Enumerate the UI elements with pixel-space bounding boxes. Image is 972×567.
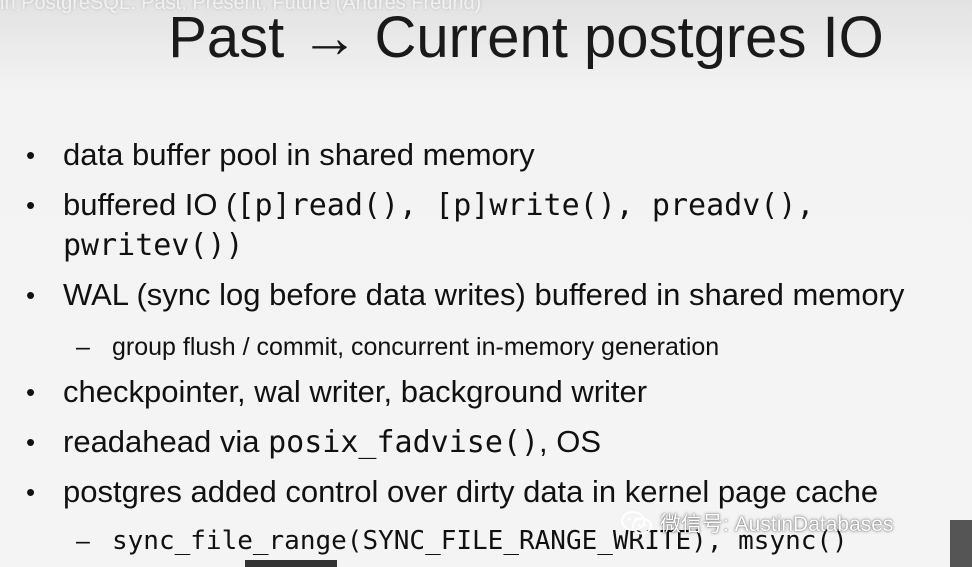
bullet-item-checkpointer: • checkpointer, wal writer, background wr… (26, 372, 647, 412)
video-progress-bar[interactable] (245, 560, 337, 567)
bullet-icon: • (26, 280, 36, 310)
bullet-icon: • (26, 190, 36, 220)
sub-text: group flush / commit, concurrent in-memo… (112, 333, 720, 361)
bullet-text: WAL (sync log before data writes) buffer… (63, 277, 905, 312)
bullet-item-buffer-pool: • data buffer pool in shared memory (26, 135, 535, 175)
wechat-icon (621, 511, 652, 535)
watermark-text: 微信号: AustinDatabases (660, 513, 894, 536)
dash-icon: – (76, 333, 90, 361)
bullet-item-buffered-io: • buffered IO ([p]read(), [p]write(), pre… (26, 185, 814, 226)
sub-item-sync-file-range: –sync_file_range(SYNC_FILE_RANGE_WRITE),… (76, 524, 848, 558)
bullet-item-buffered-io-continued: pwritev()) (63, 225, 244, 266)
code-text: sync_file_range(SYNC_FILE_RANGE_WRITE), … (112, 526, 848, 556)
speaker-video-thumbnail (950, 520, 972, 567)
code-text: pwritev()) (63, 228, 244, 263)
sub-item-group-flush: –group flush / commit, concurrent in-mem… (76, 330, 719, 364)
code-text: [p]read(), [p]write(), preadv(), (236, 188, 815, 223)
video-title-overlay: in PostgreSQL: Past, Present, Future (An… (0, 0, 972, 14)
bullet-icon: • (26, 377, 36, 407)
dash-icon: – (76, 527, 90, 555)
bullet-text-prefix: readahead via (63, 424, 269, 459)
slide-title: Past → Current postgres IO (168, 5, 884, 70)
bullet-text: readahead via posix_fadvise(), OS (63, 422, 601, 463)
bullet-text-suffix: , OS (539, 424, 602, 459)
video-title-text: in PostgreSQL: Past, Present, Future (An… (0, 0, 482, 14)
bullet-item-dirty-data: • postgres added control over dirty data … (26, 472, 878, 512)
bullet-text: data buffer pool in shared memory (63, 137, 535, 172)
bullet-icon: • (26, 140, 36, 170)
code-text: posix_fadvise() (268, 425, 540, 460)
watermark: 微信号: AustinDatabases (620, 508, 893, 538)
bullet-text: postgres added control over dirty data i… (63, 474, 879, 509)
bullet-text: checkpointer, wal writer, background wri… (63, 374, 648, 409)
bullet-text-prefix: buffered IO ( (63, 187, 237, 222)
bullet-item-wal: • WAL (sync log before data writes) buffe… (26, 275, 904, 315)
bullet-item-readahead: • readahead via posix_fadvise(), OS (26, 422, 601, 463)
bullet-text: buffered IO ([p]read(), [p]write(), prea… (63, 185, 814, 226)
bullet-icon: • (26, 427, 36, 457)
bullet-icon: • (26, 477, 36, 507)
